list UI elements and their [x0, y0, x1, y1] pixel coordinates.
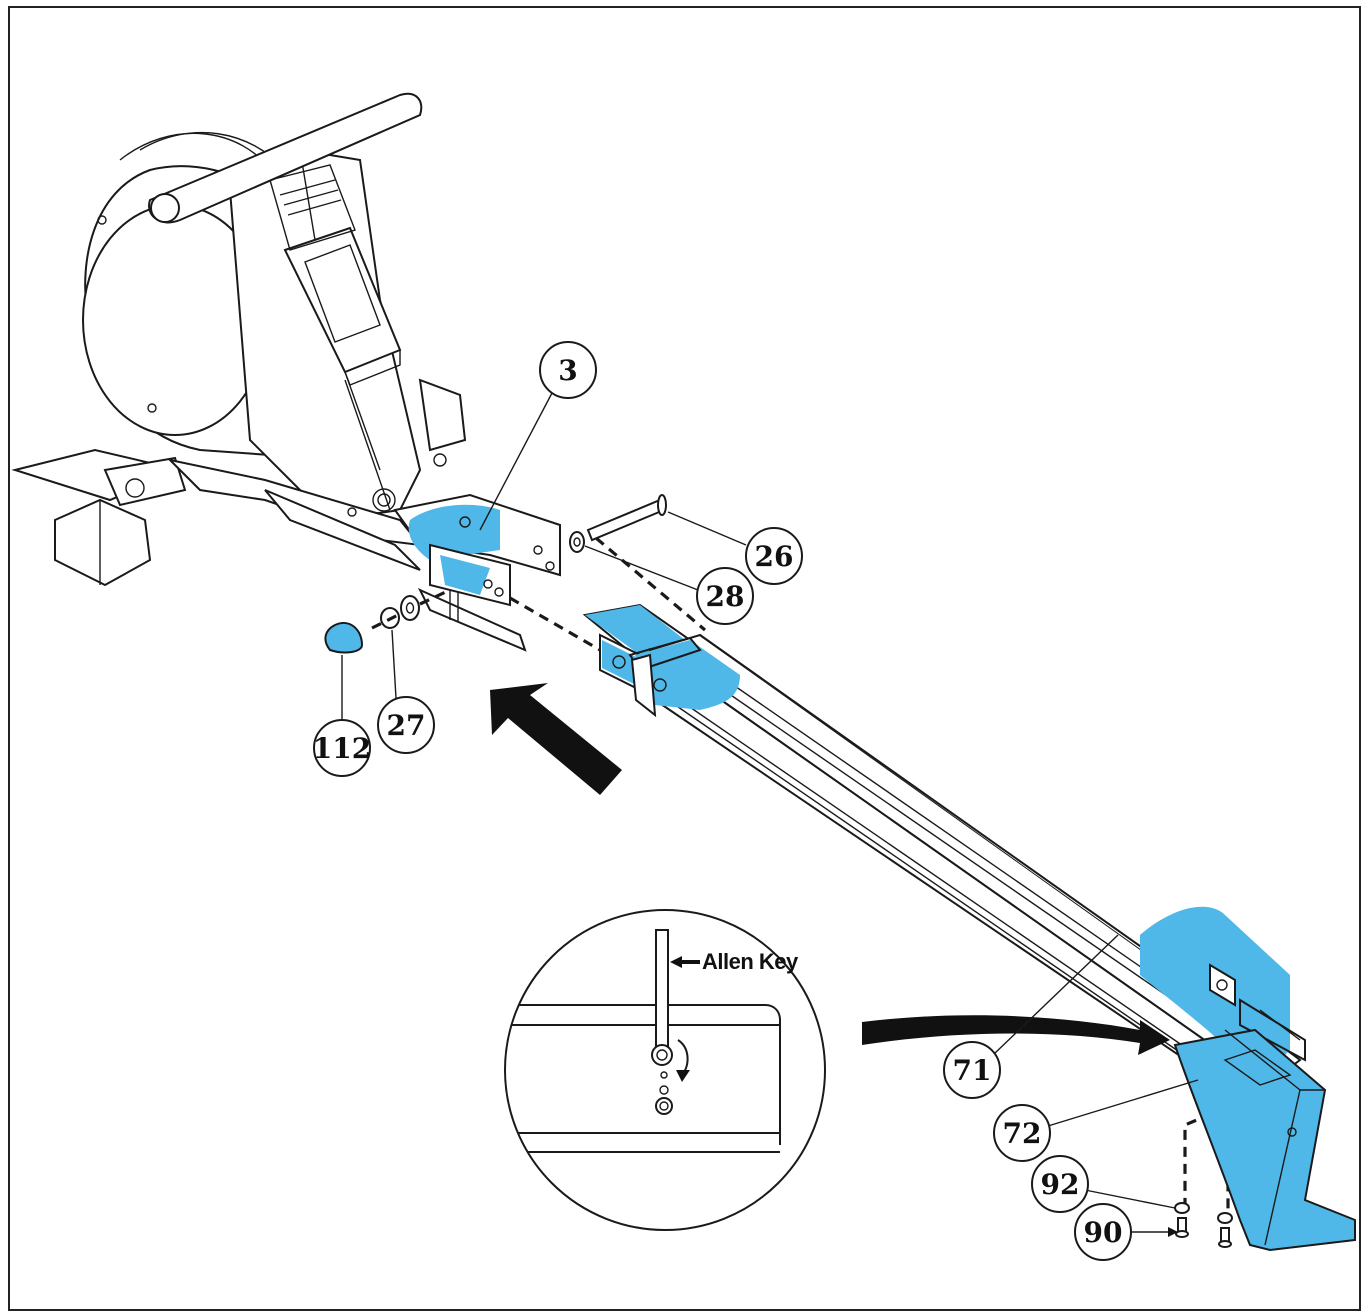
- callout-71: 71: [953, 1054, 992, 1087]
- callout-112: 112: [313, 732, 371, 765]
- direction-arrow-detail: [862, 1015, 1170, 1055]
- part-90-screw: [1175, 1217, 1232, 1248]
- rower-front-body: [11, 92, 527, 652]
- part-71-rail: [582, 603, 1306, 1103]
- direction-arrow-insert: [490, 683, 622, 795]
- detail-view: Allen Key: [504, 909, 826, 1231]
- callout-92: 92: [1041, 1168, 1080, 1201]
- callout-90: 90: [1084, 1216, 1123, 1249]
- part-112-end-cap: [324, 622, 364, 654]
- callout-72: 72: [1003, 1117, 1042, 1150]
- callout-26: 26: [755, 540, 794, 573]
- callout-27: 27: [387, 709, 426, 742]
- callout-3-circle: [539, 341, 597, 399]
- allen-key-label: Allen Key: [702, 949, 799, 974]
- part-27-nut: [380, 595, 420, 629]
- part-26-bolt: [586, 494, 667, 542]
- callout-3: 3: [558, 354, 577, 387]
- part-3-bracket: [393, 493, 561, 622]
- part-72-rear-foot: [1173, 1028, 1356, 1252]
- callouts: 3 26 28 27 112 71 72 92 90: [313, 341, 1199, 1261]
- part-28-washer: [569, 531, 585, 553]
- part-92-washer: [1174, 1202, 1233, 1224]
- callout-28: 28: [706, 580, 745, 613]
- allen-key-icon: [651, 929, 673, 1066]
